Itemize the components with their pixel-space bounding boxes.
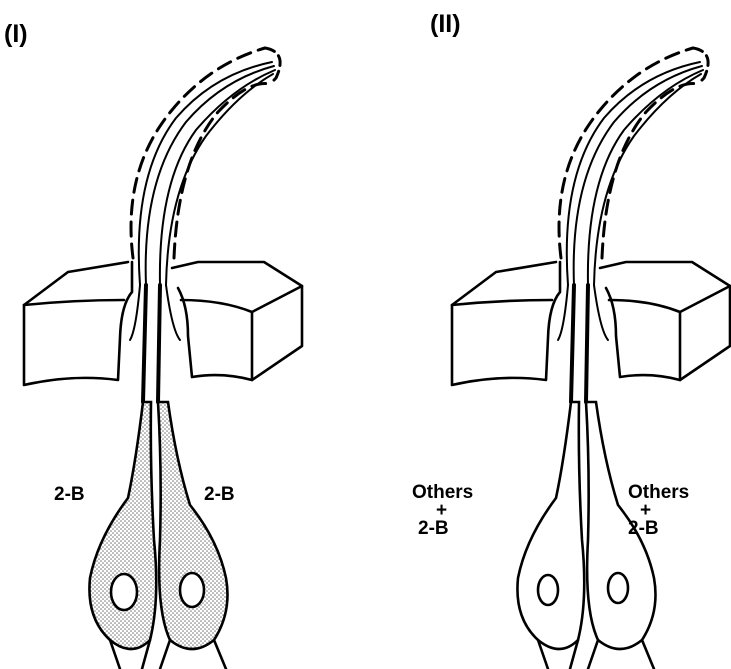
panel-1-neurons [89, 402, 227, 669]
panel-1-cribriform-and-axons [24, 48, 302, 402]
panel-1-left-neuron [89, 402, 156, 649]
panel-1-right-cell-label: 2-B [204, 484, 235, 505]
panel-2-right-cell-label-line-3: 2-B [628, 518, 659, 539]
panel-2-right-cell-label-line-1: Others [628, 482, 689, 503]
panel-1-right-neuron [158, 402, 228, 649]
panel-1-left-nucleus [111, 574, 137, 610]
panel-2-right-cell-label: Others + 2-B [628, 482, 689, 539]
panel-1-right-nucleus [180, 573, 204, 607]
panel-2-left-cell-label-line-3: 2-B [418, 518, 449, 539]
panel-2-left-cell-label: Others + 2-B [412, 482, 473, 539]
panel-2-right-nucleus [608, 573, 628, 603]
panel-2-left-nucleus [538, 575, 558, 605]
panel-1-label: (I) [4, 20, 28, 48]
panel-2-left-neuron [517, 402, 584, 649]
panel-2-cribriform-and-axons [452, 48, 730, 402]
panel-1: (I) 2-B 2-B [4, 20, 302, 669]
panel-1-left-cell-label: 2-B [54, 484, 85, 505]
panel-2-label: (II) [430, 10, 461, 38]
panel-2: (II) Others + 2-B Others + 2-B [412, 10, 730, 669]
